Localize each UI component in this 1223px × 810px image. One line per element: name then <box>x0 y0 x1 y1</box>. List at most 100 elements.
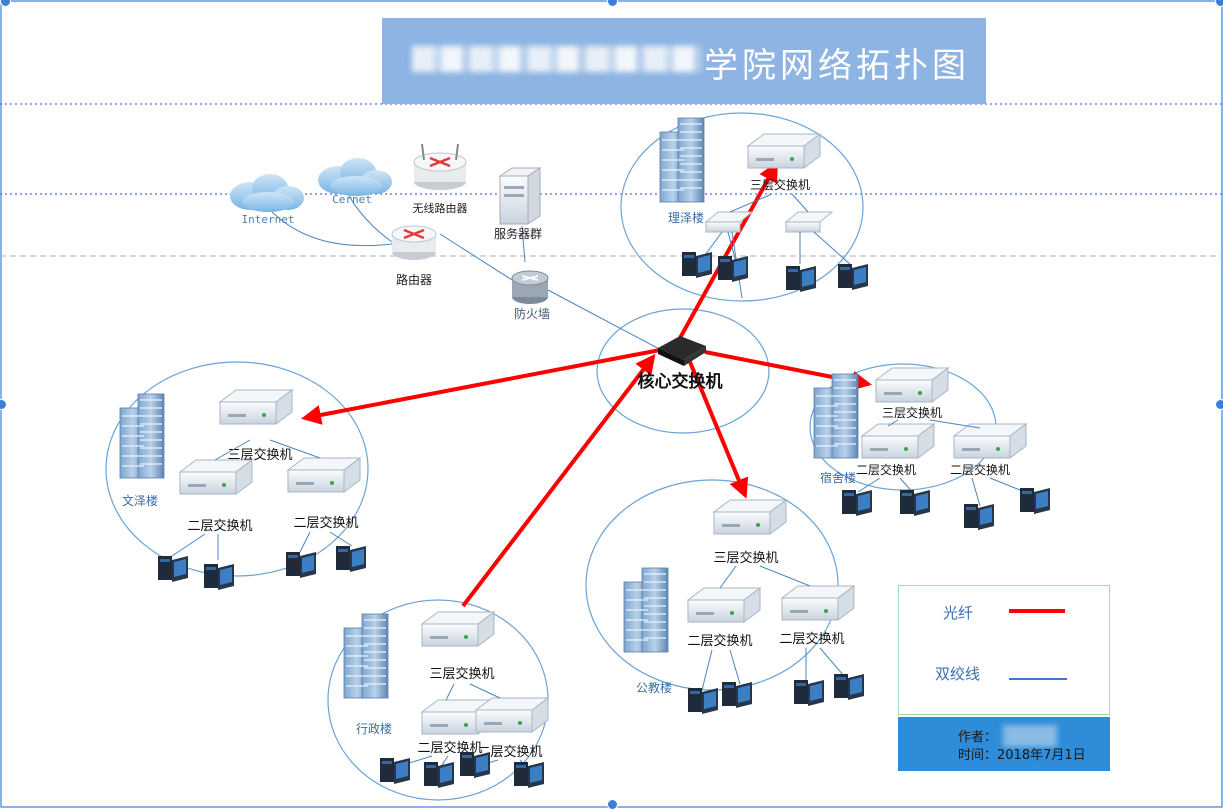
admin-l3-switch-icon <box>421 611 495 647</box>
author-box: 作者： 时间：2018年7月1日 <box>898 717 1110 771</box>
cernet-cloud-icon <box>318 158 392 196</box>
pc-icon <box>682 252 712 278</box>
teaching-l3-switch-icon <box>713 499 787 535</box>
wenze-l3-switch-icon <box>219 389 293 425</box>
pc-icon <box>842 490 872 516</box>
pc-icon <box>834 674 864 700</box>
legend: 光纤 双绞线 <box>898 585 1110 715</box>
teaching-l3-switch-label: 三层交换机 <box>713 550 778 566</box>
dorm-l2-switch-label-b: 二层交换机 <box>950 462 1010 477</box>
twisted-pair-link <box>547 289 666 353</box>
server-group-label: 服务器群 <box>494 226 542 241</box>
author-date: 时间：2018年7月1日 <box>958 748 1086 763</box>
wenze-l3-switch-label: 三层交换机 <box>227 447 292 463</box>
twisted-pair-link <box>521 225 526 263</box>
dorm-building-label: 宿舍楼 <box>820 470 856 485</box>
author-label: 作者： <box>958 730 998 745</box>
fiber-link-admin <box>461 353 656 608</box>
core-switch-label: 核心交换机 <box>638 371 723 392</box>
diagram-title: 学院网络拓扑图 <box>704 46 970 86</box>
pc-icon <box>336 546 366 572</box>
teaching-l2-switch-label-a: 二层交换机 <box>687 633 752 649</box>
pc-icon <box>158 556 188 582</box>
pc-icon <box>204 564 234 590</box>
admin-l3-switch-label: 三层交换机 <box>429 666 494 682</box>
pc-icon <box>900 490 930 516</box>
teaching-l2-switch-label-b: 二层交换机 <box>779 631 844 647</box>
twisted-pair-link <box>269 209 393 247</box>
resize-handle[interactable] <box>607 0 618 7</box>
resize-handle[interactable] <box>1215 399 1223 410</box>
lize-l3-switch-icon <box>747 133 821 169</box>
pc-icon <box>1020 488 1050 514</box>
admin-building-label: 行政楼 <box>356 721 392 736</box>
teaching-building-label: 公教楼 <box>636 680 672 695</box>
pc-icon <box>838 264 868 290</box>
dorm-building-icon <box>813 373 859 459</box>
pc-icon <box>786 266 816 292</box>
teaching-l2-switch-icon-a <box>687 587 761 623</box>
core-zone <box>596 308 770 434</box>
dorm-l3-switch-icon <box>875 367 949 403</box>
firewall-label: 防火墙 <box>514 306 550 321</box>
lize-l2-switch-icon-b <box>784 211 834 233</box>
dorm-l2-switch-label-a: 二层交换机 <box>856 462 916 477</box>
resize-handle[interactable] <box>1215 0 1223 7</box>
wenze-l2-switch-icon-b <box>287 457 361 493</box>
redacted-author <box>1003 725 1057 747</box>
pc-icon <box>380 758 410 784</box>
wenze-building-icon <box>119 393 165 479</box>
lize-building-zone <box>620 112 864 302</box>
pc-icon <box>722 682 752 708</box>
wenze-l2-switch-icon-a <box>179 459 253 495</box>
fiber-link-teaching <box>688 361 749 499</box>
cernet-label: Cernet <box>332 193 372 206</box>
legend-fiber-swatch <box>1009 609 1065 613</box>
pc-icon <box>688 688 718 714</box>
firewall-icon <box>511 270 549 304</box>
core-switch-icon <box>658 336 706 366</box>
resize-handle[interactable] <box>0 399 7 410</box>
pc-icon <box>964 504 994 530</box>
resize-handle[interactable] <box>607 799 618 810</box>
wenze-building-label: 文泽楼 <box>122 493 158 508</box>
title-banner: 学院网络拓扑图 <box>382 18 986 104</box>
pc-icon <box>794 680 824 706</box>
dorm-l2-switch-icon-b <box>953 423 1027 459</box>
router-icon <box>391 225 437 260</box>
lize-building-label: 理泽楼 <box>668 210 704 225</box>
resize-handle[interactable] <box>0 0 11 7</box>
internet-label: Internet <box>242 213 295 226</box>
dorm-l2-switch-icon-a <box>861 423 935 459</box>
wenze-building-zone <box>105 361 369 577</box>
server-icon <box>498 167 542 225</box>
wireless-router-icon <box>413 143 467 190</box>
teaching-l2-switch-icon-b <box>781 585 855 621</box>
admin-l2-switch-icon-b <box>475 697 549 733</box>
wireless-router-label: 无线路由器 <box>413 201 468 215</box>
teaching-building-icon <box>623 567 669 653</box>
fiber-link-lize <box>678 161 778 339</box>
wenze-l2-switch-label-a: 二层交换机 <box>187 518 252 534</box>
pc-icon <box>286 552 316 578</box>
dorm-l3-switch-label: 三层交换机 <box>882 405 942 420</box>
legend-twisted-pair-swatch <box>1009 678 1067 680</box>
internet-cloud-icon <box>230 174 304 212</box>
admin-building-icon <box>343 613 389 699</box>
fiber-link-wenze <box>301 348 661 425</box>
router-label: 路由器 <box>396 272 432 287</box>
pc-icon <box>514 762 544 788</box>
lize-l2-switch-icon-a <box>704 211 754 233</box>
legend-twisted-pair-label: 双绞线 <box>935 665 981 683</box>
twisted-pair-link <box>439 233 521 286</box>
pc-icon <box>460 752 490 778</box>
legend-fiber-label: 光纤 <box>943 604 974 622</box>
lize-l3-switch-label: 三层交换机 <box>750 177 810 192</box>
admin-l2-switch-label-b: 二层交换机 <box>477 744 542 760</box>
redacted-text <box>412 46 702 72</box>
pc-icon <box>424 762 454 788</box>
pc-icon <box>718 256 748 282</box>
wenze-l2-switch-label-b: 二层交换机 <box>293 515 358 531</box>
lize-building-icon <box>659 117 705 203</box>
